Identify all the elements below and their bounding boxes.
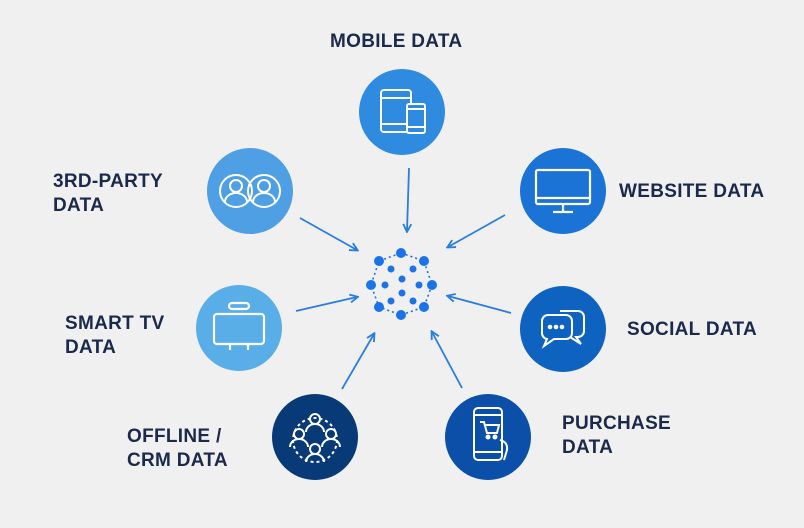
thirdparty-node <box>207 148 293 234</box>
mobile-node <box>359 69 445 155</box>
label-offline: OFFLINE / CRM DATA <box>127 425 228 473</box>
monitor-icon <box>534 168 592 214</box>
label-purchase: PURCHASE DATA <box>562 412 671 460</box>
phone-shopping-cart-icon <box>473 407 509 461</box>
user-profiles-icon <box>219 174 281 208</box>
arrows <box>295 167 512 390</box>
label-mobile-line1: MOBILE DATA <box>330 31 463 52</box>
label-offline-line2: CRM DATA <box>127 450 228 471</box>
website-node <box>520 148 606 234</box>
label-thirdparty: 3RD-PARTY DATA <box>53 170 163 218</box>
smarttv-node <box>196 285 282 371</box>
label-social-line1: SOCIAL DATA <box>627 319 757 340</box>
label-smarttv-line2: DATA <box>65 337 117 358</box>
label-offline-line1: OFFLINE / <box>127 426 222 447</box>
arrow-social <box>448 296 512 314</box>
label-thirdparty-line1: 3RD-PARTY <box>53 171 164 192</box>
arrow-offline <box>341 334 374 390</box>
label-website-line1: WEBSITE DATA <box>619 181 765 202</box>
arrow-purchase <box>432 332 463 389</box>
label-social: SOCIAL DATA <box>627 318 757 342</box>
label-purchase-line1: PURCHASE <box>562 413 672 434</box>
arrow-smarttv <box>295 297 357 312</box>
people-network-icon <box>289 413 341 463</box>
label-thirdparty-line2: DATA <box>53 195 105 216</box>
tv-icon <box>212 301 266 350</box>
data-hub-icon <box>366 248 437 320</box>
chat-bubbles-icon <box>540 310 585 349</box>
purchase-node <box>445 394 531 480</box>
offline-node <box>272 394 358 480</box>
arrow-mobile <box>407 167 409 231</box>
arrow-thirdparty <box>299 217 357 250</box>
label-purchase-line2: DATA <box>562 437 614 458</box>
label-mobile: MOBILE DATA <box>330 30 462 54</box>
social-node <box>520 286 606 372</box>
label-smarttv: SMART TV DATA <box>65 312 165 360</box>
label-smarttv-line1: SMART TV <box>65 313 165 334</box>
tablet-phone-icon <box>380 89 426 134</box>
arrow-website <box>448 214 506 247</box>
label-website: WEBSITE DATA <box>619 180 764 204</box>
